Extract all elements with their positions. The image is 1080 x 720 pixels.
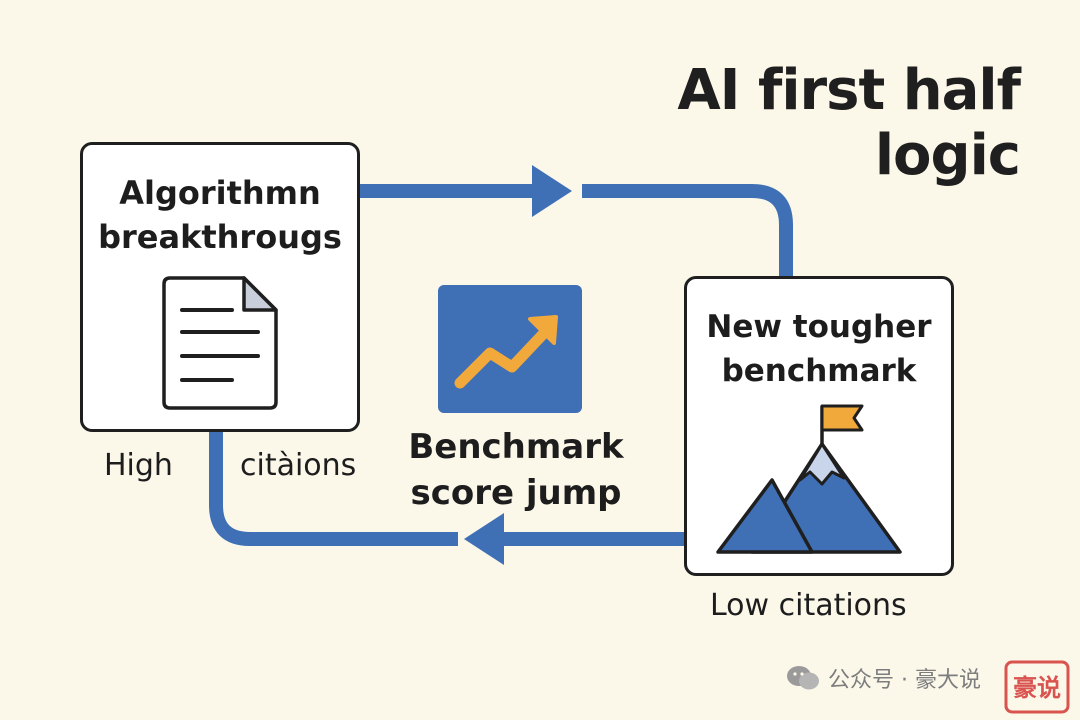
center-text-line1: Benchmark [408, 427, 624, 467]
trend-up-icon [438, 285, 582, 413]
bottom-arrow-head [464, 513, 504, 565]
stamp-text: 豪说 [1013, 674, 1061, 702]
center-text-line2: score jump [410, 473, 622, 513]
top-arrow-head [532, 165, 572, 217]
high-label: High [104, 448, 173, 483]
right-descending-connector [582, 184, 793, 276]
watermark-text: 公众号 · 豪大说 [828, 668, 981, 693]
wechat-icon [787, 666, 819, 690]
low-citations-label: Low citations [710, 588, 907, 623]
benchmark-title-line2: benchmark [721, 353, 917, 389]
algorithm-title-line2: breakthrougs [98, 218, 342, 256]
diagram-title: AI first half logic [677, 58, 1021, 188]
benchmark-score-jump-label: Benchmark score jump [396, 424, 636, 516]
left-ascending-connector [209, 432, 458, 546]
citations-label: citàions [240, 448, 357, 483]
algorithm-node-title: Algorithmn breakthrougs [83, 171, 357, 259]
benchmark-node-title: New tougher benchmark [687, 305, 951, 393]
stamp-icon: 豪说 [1004, 660, 1070, 714]
mountain-flag-icon [716, 404, 902, 554]
algorithm-title-line1: Algorithmn [119, 174, 321, 212]
document-icon [162, 276, 278, 410]
benchmark-title-line1: New tougher [706, 309, 932, 345]
watermark: 公众号 · 豪大说 [786, 662, 981, 694]
